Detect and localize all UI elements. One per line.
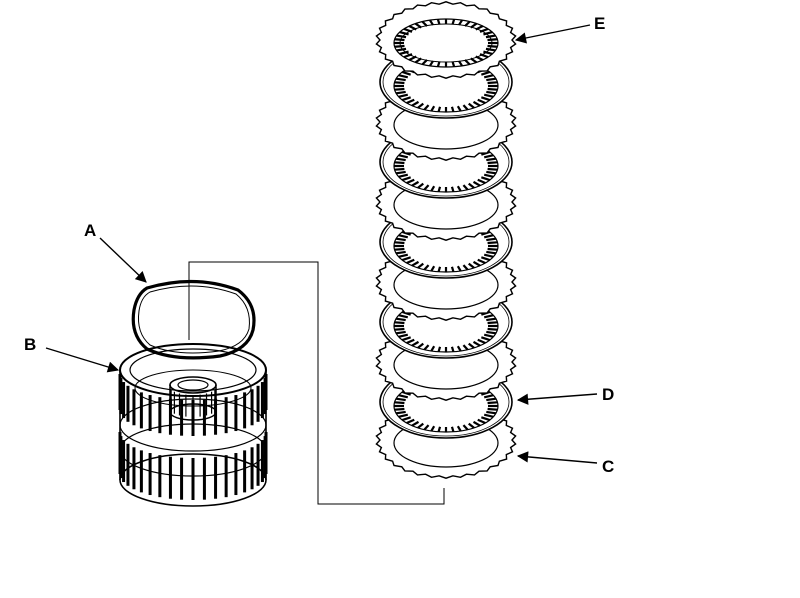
clutch-disc-stack: [375, 1, 517, 479]
clutch-disc: [375, 1, 517, 79]
assembly-bracket-line: [188, 261, 445, 505]
callout-d: D: [602, 385, 614, 404]
clutch-drum: [118, 343, 268, 507]
leader-arrow-b: [45, 347, 120, 373]
leader-arrow-a: [99, 237, 147, 283]
callout-c: C: [602, 457, 614, 476]
o-ring: [131, 279, 256, 360]
leader-arrow-c: [516, 451, 598, 464]
leader-arrow-e: [514, 24, 591, 44]
leader-arrow-d: [516, 393, 598, 405]
callout-a: A: [84, 221, 96, 240]
callout-b: B: [24, 335, 36, 354]
callout-e: E: [594, 14, 605, 33]
